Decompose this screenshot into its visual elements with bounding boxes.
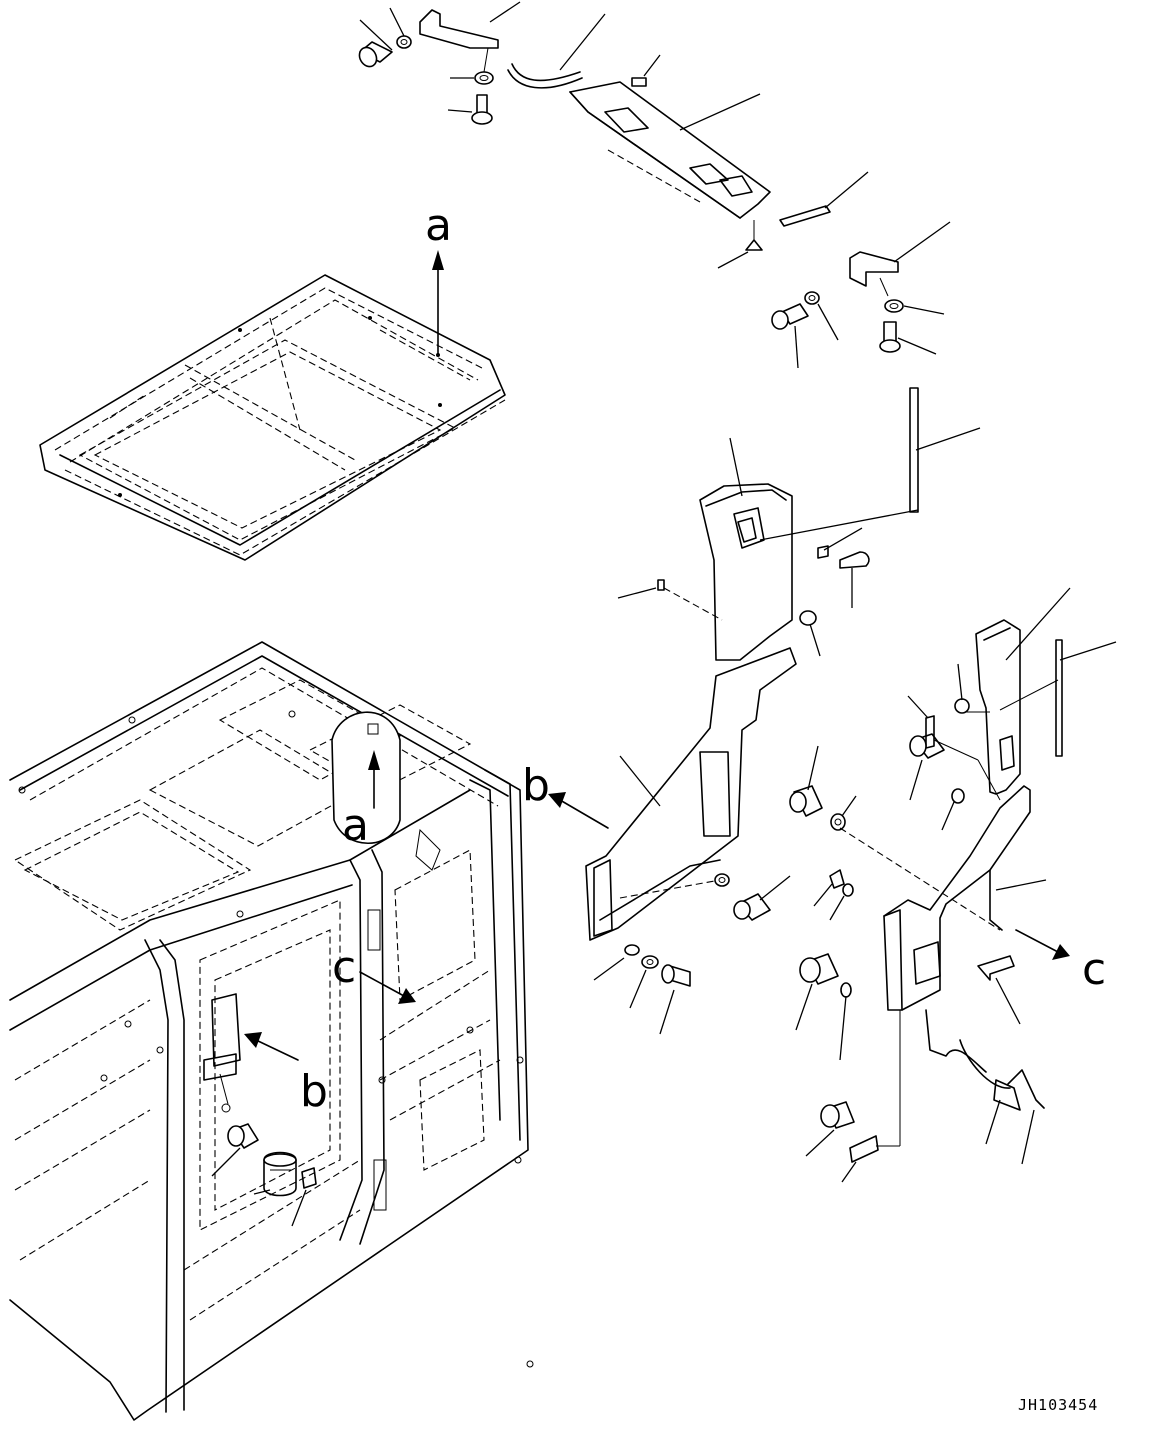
view-arrow-a-top: a xyxy=(425,200,452,356)
view-arrow-b-left: b xyxy=(522,760,609,829)
view-label-b-left: b xyxy=(522,760,550,811)
mid-bolts xyxy=(789,745,1001,931)
view-label-b-body: b xyxy=(300,1066,328,1117)
pillar-trim-upper xyxy=(617,387,981,661)
lower-right-trim xyxy=(795,785,1047,1183)
pillar-trim-lower xyxy=(585,647,797,1035)
door-latch xyxy=(203,993,241,1113)
cab-body xyxy=(9,641,534,1421)
right-pillar-trim xyxy=(907,587,1117,831)
drawing-code: JH103454 xyxy=(1018,1396,1098,1414)
view-label-c-right: c xyxy=(1082,944,1106,995)
cup-holder xyxy=(211,1123,317,1227)
view-arrow-b-body: b xyxy=(244,1032,328,1117)
view-label-a-top: a xyxy=(425,200,452,251)
top-duct-assembly xyxy=(358,1,951,369)
callout-bubble-a: a xyxy=(331,711,401,851)
view-label-c-center: c xyxy=(332,942,356,993)
view-label-a-body: a xyxy=(342,800,369,851)
view-arrow-c-center: c xyxy=(332,942,416,1004)
roof-panel xyxy=(39,274,506,561)
view-arrow-c-right: c xyxy=(1015,929,1106,995)
